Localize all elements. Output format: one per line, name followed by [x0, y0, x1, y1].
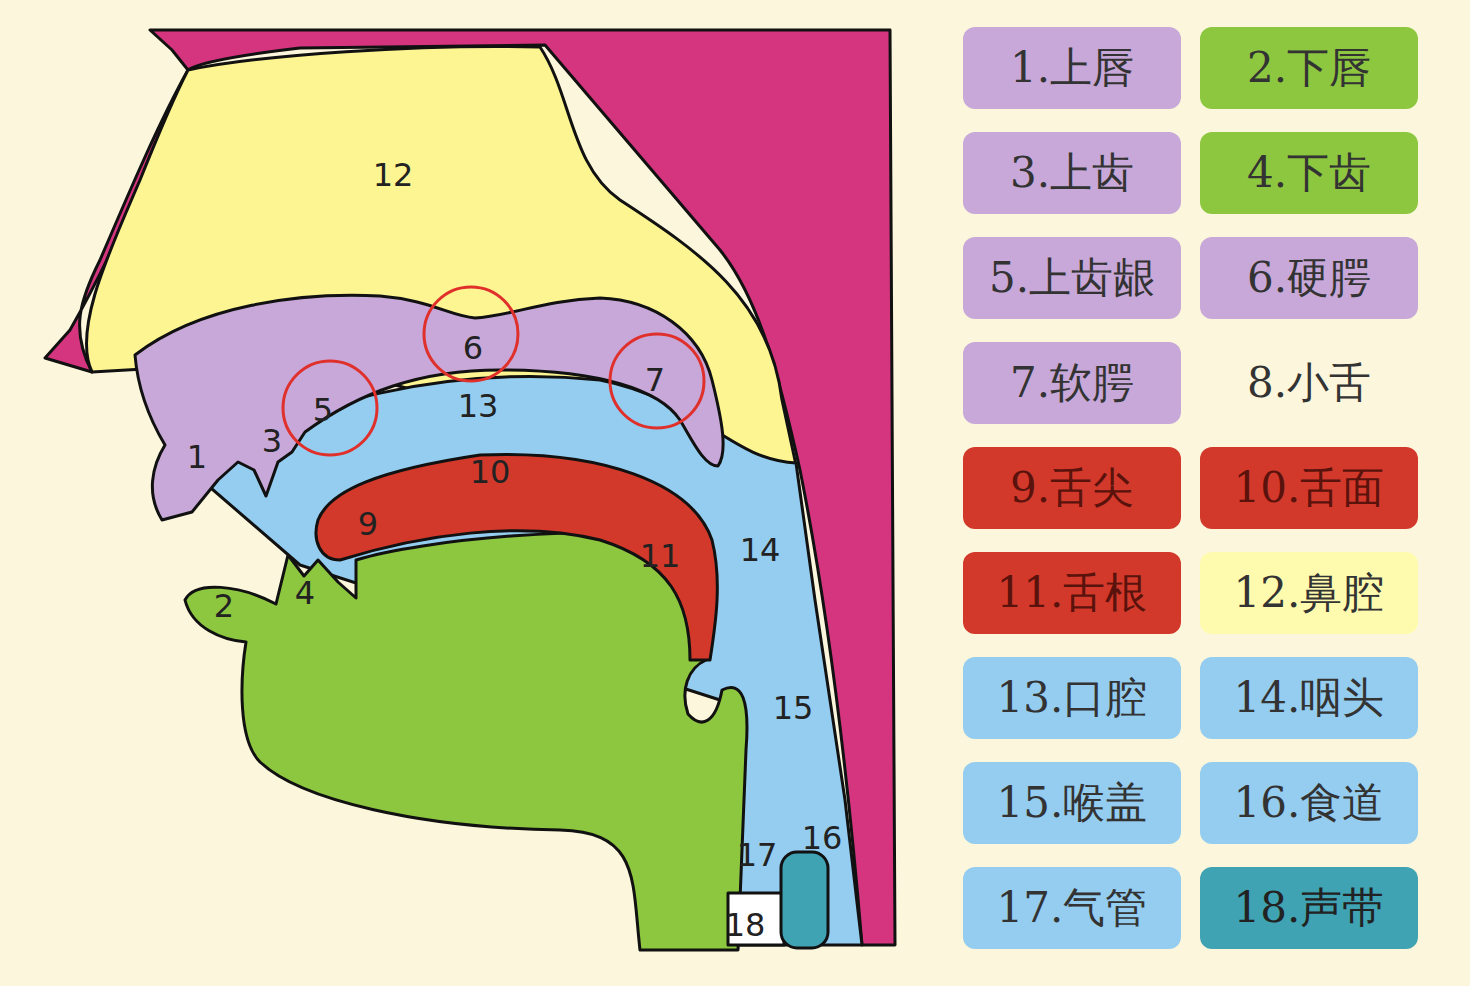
legend-text: 5.上齿龈 [989, 257, 1155, 299]
legend-text: 9.舌尖 [1010, 467, 1134, 509]
legend-text: 3.上齿 [1010, 152, 1134, 194]
legend-swatch: 11.舌根 [963, 552, 1181, 634]
callout-number: 2 [214, 590, 234, 622]
legend-swatch: 12.鼻腔 [1200, 552, 1418, 634]
legend-text: 7.软腭 [1010, 362, 1134, 404]
legend-text: 13.口腔 [997, 677, 1148, 719]
vocal-fold [781, 852, 828, 948]
jaw [185, 533, 747, 950]
legend-text: 11.舌根 [997, 572, 1148, 614]
legend-swatch: 17.气管 [963, 867, 1181, 949]
legend-swatch: 9.舌尖 [963, 447, 1181, 529]
highlight-ring [610, 334, 704, 428]
legend-swatch: 5.上齿龈 [963, 237, 1181, 319]
callout-number: 5 [313, 394, 333, 426]
callout-number: 4 [295, 577, 315, 609]
callout-number: 18 [725, 909, 766, 941]
legend-swatch: 2.下唇 [1200, 27, 1418, 109]
legend-text: 18.声带 [1234, 887, 1385, 929]
legend-swatch: 10.舌面 [1200, 447, 1418, 529]
legend-text: 10.舌面 [1234, 467, 1385, 509]
callout-number: 10 [470, 456, 511, 488]
legend-text: 12.鼻腔 [1234, 572, 1385, 614]
callout-number: 15 [773, 692, 814, 724]
legend-swatch: 1.上唇 [963, 27, 1181, 109]
legend-text: 4.下齿 [1247, 152, 1371, 194]
highlight-ring [424, 287, 518, 381]
legend-swatch: 14.咽头 [1200, 657, 1418, 739]
highlight-ring [283, 361, 377, 455]
legend-swatch: 3.上齿 [963, 132, 1181, 214]
callout-number: 13 [458, 390, 499, 422]
legend-text: 6.硬腭 [1247, 257, 1371, 299]
legend-text: 15.喉盖 [997, 782, 1148, 824]
legend-text: 2.下唇 [1247, 47, 1371, 89]
callout-number: 12 [373, 159, 414, 191]
legend-text: 14.咽头 [1234, 677, 1385, 719]
callout-number: 6 [463, 332, 483, 364]
legend-text: 1.上唇 [1010, 47, 1134, 89]
tongue [316, 454, 717, 660]
callout-number: 1 [187, 441, 207, 473]
legend-swatch: 6.硬腭 [1200, 237, 1418, 319]
callout-number: 11 [640, 540, 681, 572]
legend-swatch: 13.口腔 [963, 657, 1181, 739]
callout-number: 16 [802, 822, 843, 854]
legend-text: 17.气管 [997, 887, 1148, 929]
callout-number: 14 [740, 534, 781, 566]
legend-swatch: 16.食道 [1200, 762, 1418, 844]
callout-number: 17 [737, 839, 778, 871]
legend-text: 8.小舌 [1247, 362, 1371, 404]
legend-swatch: 7.软腭 [963, 342, 1181, 424]
legend-swatch: 18.声带 [1200, 867, 1418, 949]
callout-number: 7 [645, 364, 665, 396]
legend-text: 16.食道 [1234, 782, 1385, 824]
callout-number: 3 [262, 425, 282, 457]
legend-swatch: 15.喉盖 [963, 762, 1181, 844]
legend-swatch: 4.下齿 [1200, 132, 1418, 214]
legend-swatch: 8.小舌 [1200, 342, 1418, 424]
callout-number: 9 [358, 508, 378, 540]
